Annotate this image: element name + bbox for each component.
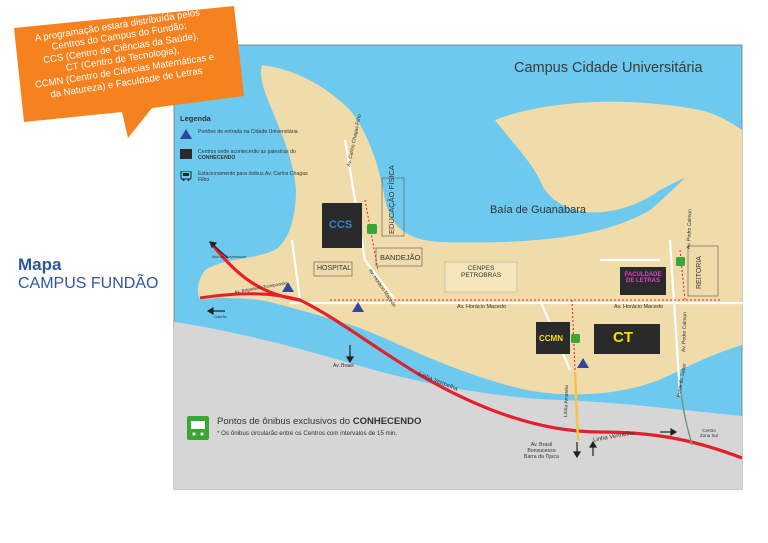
hospital-building	[313, 261, 353, 277]
bus-note-footnote: * Os ônibus circularão entre os Centros …	[217, 430, 398, 437]
destination-label: Ilha do Governador	[212, 254, 247, 259]
ct-label: CT	[613, 329, 633, 346]
reitoria-label: REITORIA	[696, 256, 703, 290]
gate-central	[352, 302, 364, 312]
legend-parking-text: Estacionamento para ônibus Av. Carlos Ch…	[198, 171, 308, 183]
street-label: Av. Brasil	[333, 363, 354, 369]
hospital-label: HOSPITAL	[317, 265, 352, 272]
destination-label: Galeão	[214, 314, 227, 319]
ccs-box	[322, 203, 362, 248]
gates	[282, 282, 589, 368]
cenpes-building	[444, 261, 518, 293]
sidebar-title-block: Mapa CAMPUS FUNDÃO	[18, 255, 158, 293]
bus-parking-icon	[180, 171, 192, 181]
direction-arrows	[206, 241, 678, 459]
island-lobe	[495, 101, 742, 213]
sidebar-title: Mapa	[18, 255, 62, 274]
bay-label: Baía de Guanabara	[490, 204, 587, 216]
linha-amarela-road	[573, 371, 580, 441]
educacao-fisica-label: EDUCAÇÃO FÍSICA	[387, 165, 396, 234]
bus-stop-letras	[676, 257, 685, 266]
center-square-icon	[180, 149, 192, 159]
mainland	[174, 322, 742, 489]
street-label: Av. Horácio Macedo	[614, 304, 664, 310]
legend-centers-text: Centros onde acontecerão as palestras do…	[198, 149, 296, 161]
street-label: Linha Amarela	[563, 385, 571, 418]
gate-west	[282, 282, 294, 292]
gate-triangle-icon	[180, 129, 192, 139]
bus-note: Pontos de ônibus exclusivos do CONHECEND…	[185, 412, 485, 450]
linha-vermelha-branch	[199, 292, 301, 302]
letras-box	[620, 267, 666, 295]
sidebar-subtitle: CAMPUS FUNDÃO	[18, 275, 159, 292]
reitoria-building	[687, 245, 719, 297]
ccmn-box	[536, 322, 570, 354]
bandejao-label: BANDEJÃO	[380, 253, 421, 262]
bus-note-window	[191, 421, 205, 429]
bus-stop-ccs	[367, 224, 377, 234]
legend-row-centers: Centros onde acontecerão as palestras do…	[180, 149, 308, 161]
bus-note-text: Pontos de ônibus exclusivos do CONHECEND…	[217, 416, 422, 427]
bus-stops	[367, 224, 685, 343]
ccmn-label: CCMN	[539, 334, 563, 343]
ponte-saber-road	[679, 379, 693, 446]
bus-wheel-left	[192, 432, 196, 436]
bus-wheel-right	[200, 432, 204, 436]
legend-title: Legenda	[180, 114, 211, 123]
street-label: Av. Horácio Macedo	[457, 304, 507, 310]
bus-stop-ccmn	[571, 334, 580, 343]
educacao-fisica-building	[381, 177, 405, 237]
bandejao-building	[375, 247, 423, 267]
legend-row-parking: Estacionamento para ônibus Av. Carlos Ch…	[180, 171, 308, 183]
ccs-label: CCS	[329, 219, 353, 231]
map-legend: Legenda Portões de entrada na Cidade Uni…	[180, 114, 308, 193]
fundao-island	[198, 65, 742, 395]
callout-bubble	[14, 6, 244, 138]
map-title: Campus Cidade Universitária	[514, 60, 703, 76]
ct-box	[594, 324, 660, 354]
legend-gates-text: Portões de entrada na Cidade Universitár…	[198, 129, 298, 135]
gate-south	[577, 358, 589, 368]
legend-row-gates: Portões de entrada na Cidade Universitár…	[180, 129, 308, 139]
